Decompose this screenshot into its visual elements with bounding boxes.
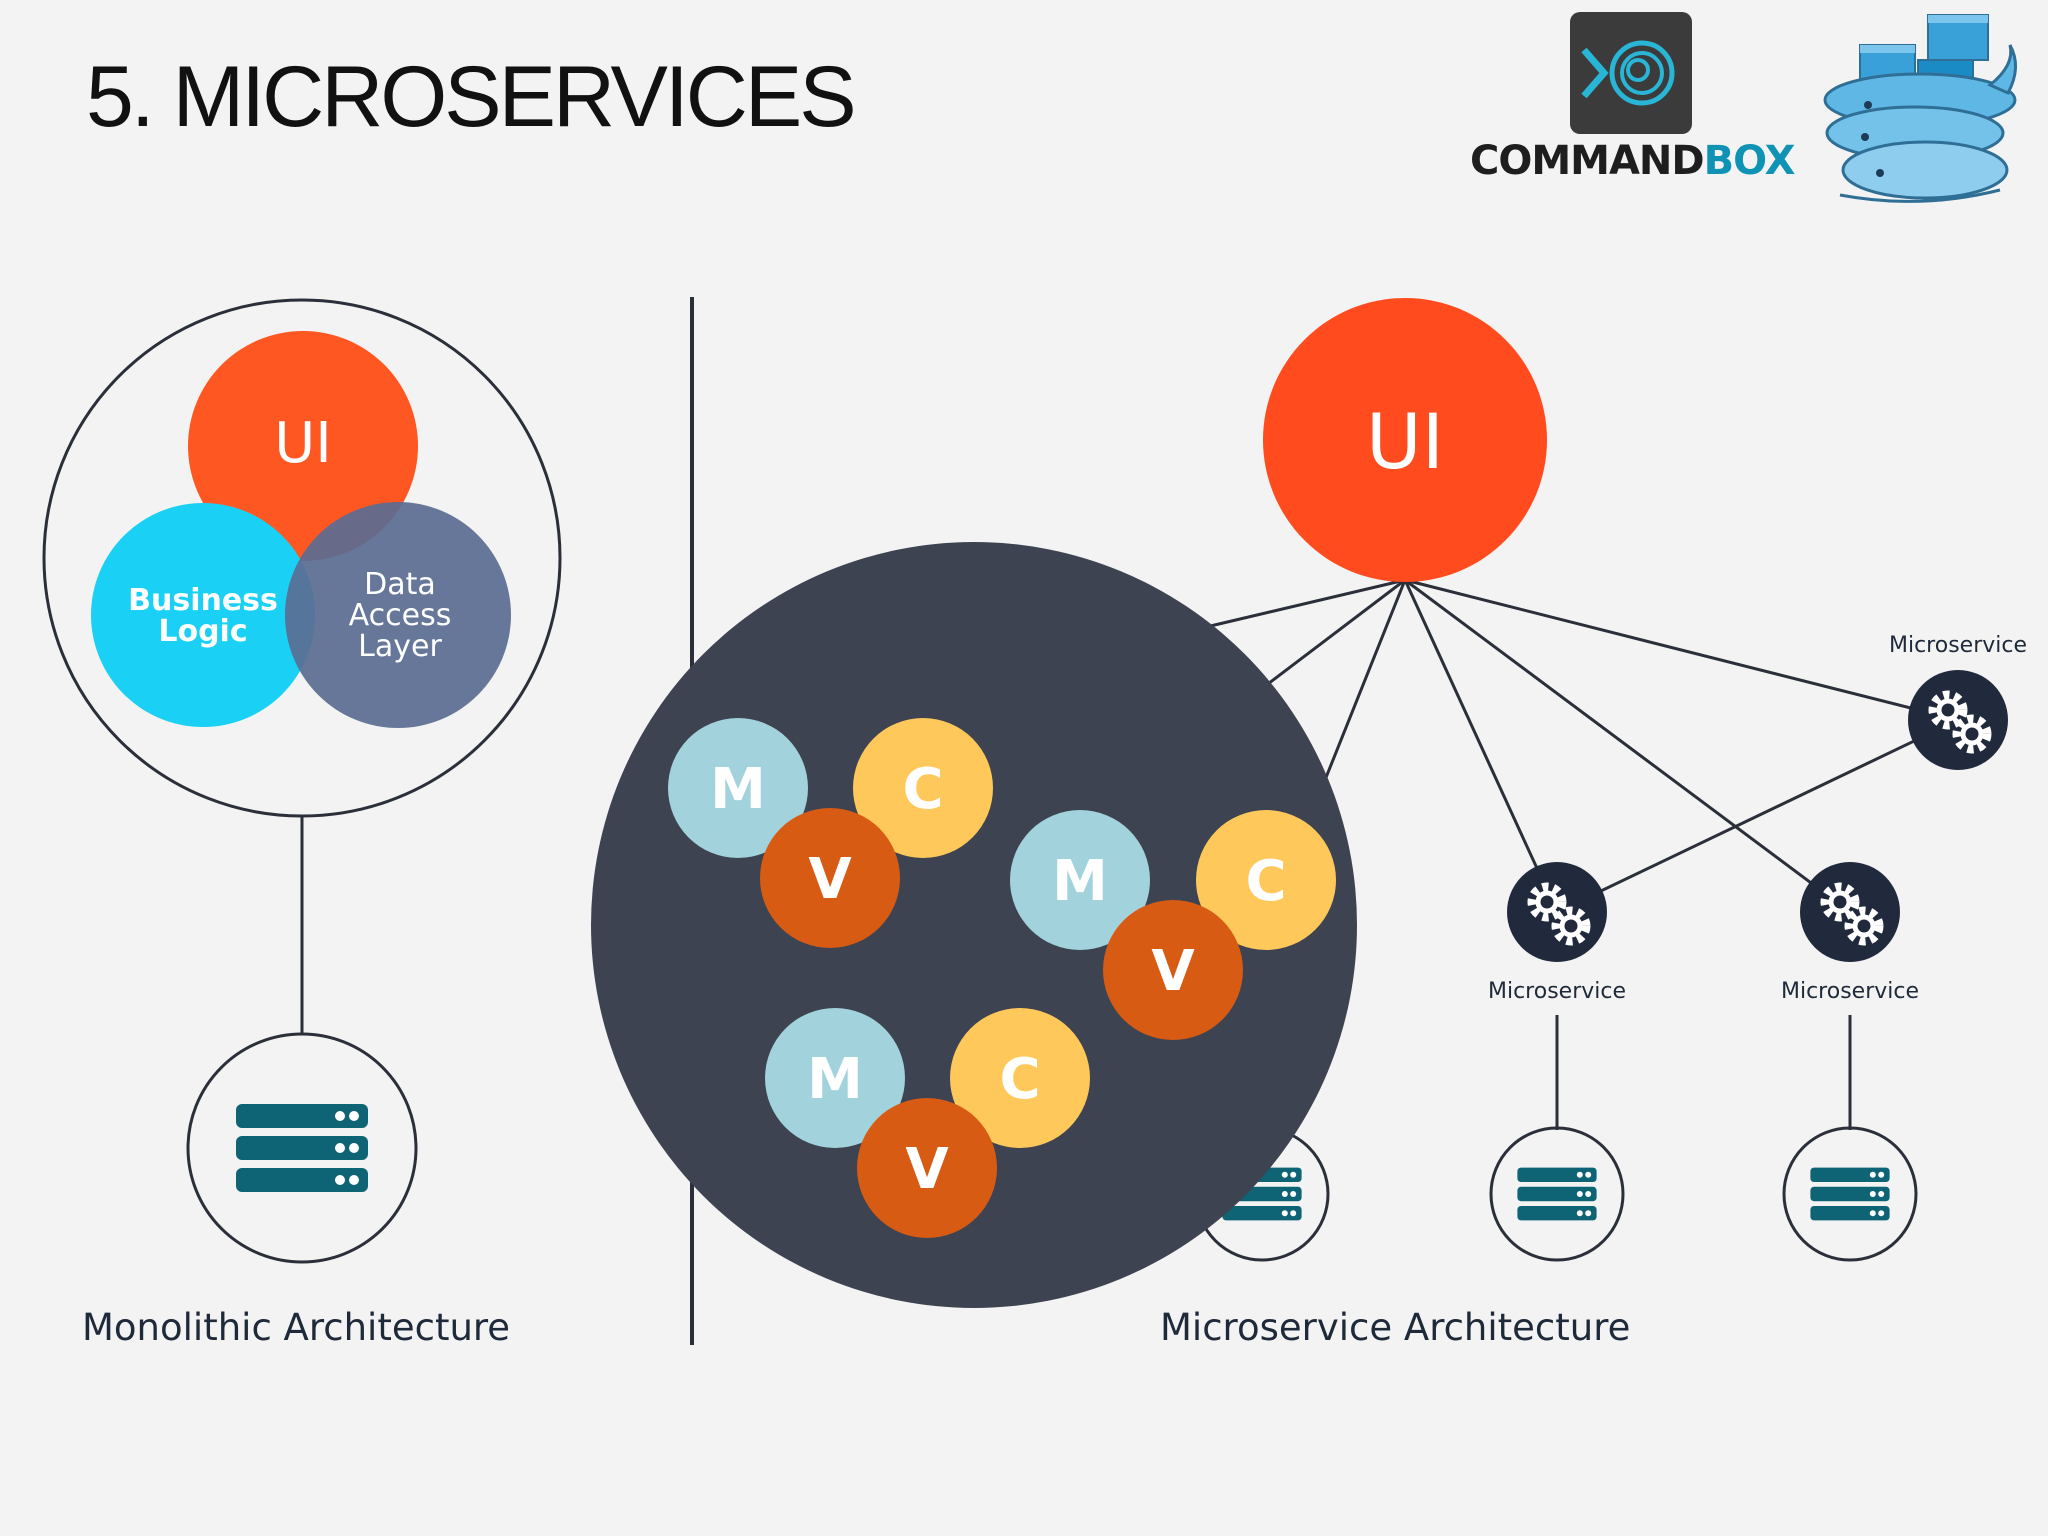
commandbox-swirl-icon <box>1581 40 1675 106</box>
commandbox-word-command: COMMAND <box>1470 138 1705 184</box>
mvc-model-circle <box>765 1008 905 1148</box>
server-icon <box>1810 1167 1890 1221</box>
microservice-label: Microservice <box>1889 633 2027 658</box>
mvc-controller-circle <box>1196 810 1336 950</box>
commandbox-wordmark: COMMANDBOX <box>1470 138 1796 184</box>
mvc-model-label: M <box>807 1047 863 1112</box>
mvc-model-circle <box>1010 810 1150 950</box>
microservice-connections <box>1184 578 1959 1130</box>
microservice-label: Microservice <box>1488 979 1626 1004</box>
mvc-model-circle <box>668 718 808 858</box>
commandbox-word-box: BOX <box>1703 138 1796 184</box>
microservice-db-circle <box>1489 1126 1625 1262</box>
microservice-db-circle <box>1782 1126 1918 1262</box>
mvc-model-label: M <box>710 757 766 822</box>
monolith-caption: Monolithic Architecture <box>82 1306 511 1349</box>
mvc-controller-label: C <box>1245 849 1286 914</box>
data-access-label-line2: Access <box>349 598 452 633</box>
mvc-controller-circle <box>853 718 993 858</box>
mvc-group-2 <box>1010 810 1336 1040</box>
server-icon <box>236 1104 368 1192</box>
microservice-label: Microservice <box>1781 979 1919 1004</box>
slide-title: 5. MICROSERVICES <box>86 49 857 145</box>
mvc-view-label: V <box>905 1137 949 1202</box>
monolith-ui-label: UI <box>274 411 332 476</box>
mvc-controller-label: C <box>999 1047 1040 1112</box>
server-icon <box>1517 1167 1597 1221</box>
mvc-controller-label: C <box>902 757 943 822</box>
mvc-view-label: V <box>808 847 852 912</box>
mvc-view-circle <box>857 1098 997 1238</box>
business-logic-label-line1: Business <box>128 583 278 618</box>
commandbox-logo: COMMANDBOX <box>1470 10 1796 185</box>
microservice-ui-circle <box>1263 298 1547 582</box>
business-logic-circle <box>91 503 315 727</box>
data-access-label-line1: Data <box>364 567 436 602</box>
docker-whale-icon <box>1810 5 2025 210</box>
commandbox-logo-tile <box>1570 12 1692 134</box>
microservice-caption: Microservice Architecture <box>1160 1306 1631 1349</box>
mvc-group-3 <box>765 1008 1090 1238</box>
business-logic-label-line2: Logic <box>158 614 247 649</box>
mvc-group-1 <box>668 718 993 948</box>
mvc-view-circle <box>760 808 900 948</box>
mvc-view-label: V <box>1151 939 1195 1004</box>
data-access-label-line3: Layer <box>358 629 442 664</box>
mvc-view-circle <box>1103 900 1243 1040</box>
mvc-model-label: M <box>1052 849 1108 914</box>
monolith-ui-circle <box>188 331 418 561</box>
monolith-db-circle <box>186 1032 418 1264</box>
data-access-circle <box>285 502 511 728</box>
mvc-controller-circle <box>950 1008 1090 1148</box>
microservice-ui-label: UI <box>1366 397 1444 486</box>
